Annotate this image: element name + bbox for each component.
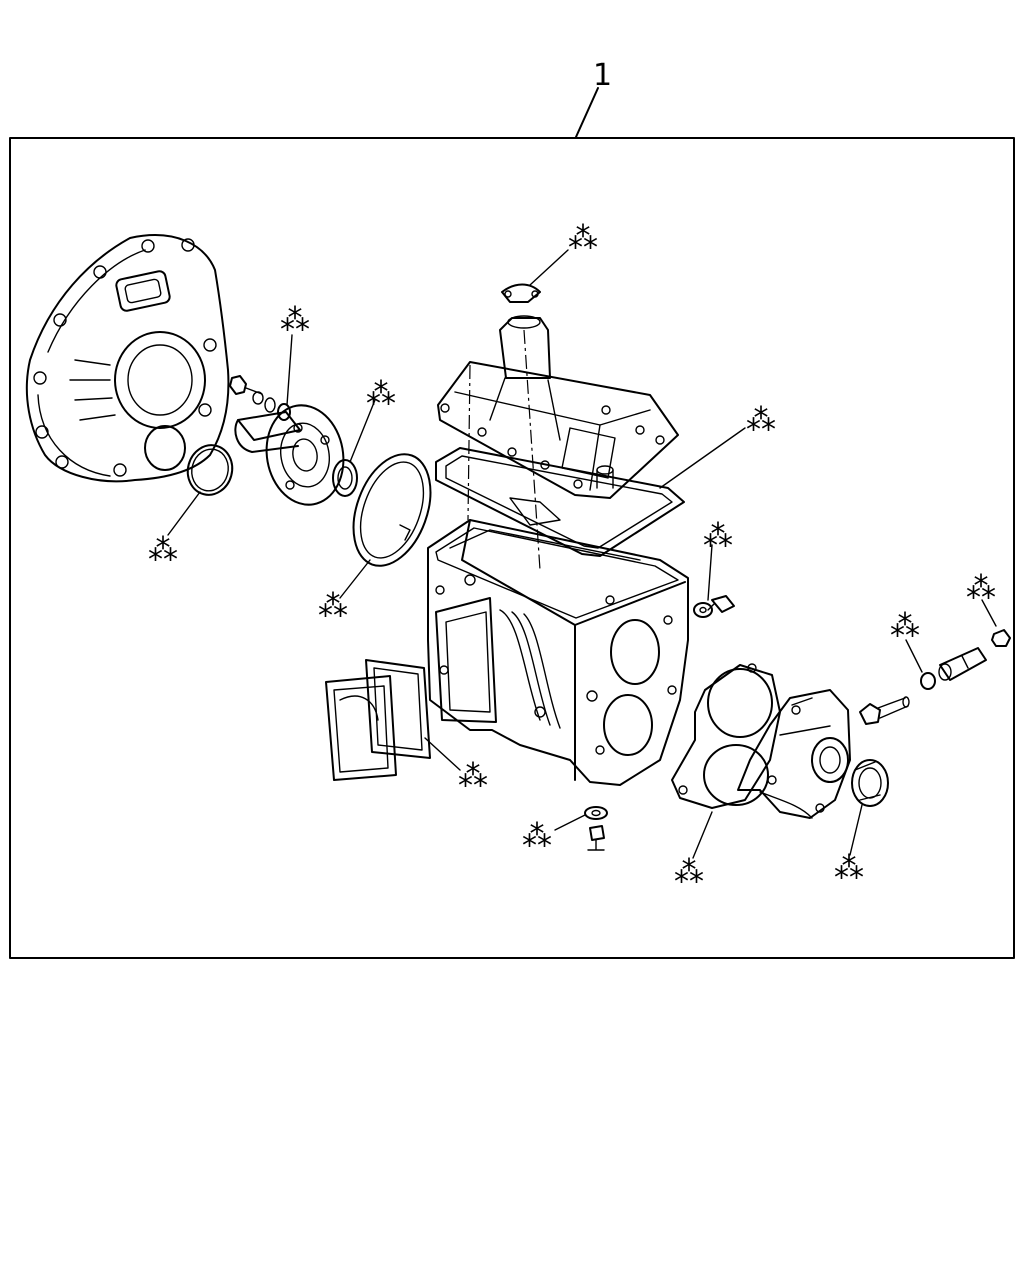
kit-marker-case-bolt: ⁂ <box>703 519 733 554</box>
shim-plate-leader <box>339 559 371 599</box>
speedo-nut-leader <box>981 599 997 627</box>
bearing-retainer <box>234 404 345 506</box>
top-cover-gasket-leader <box>659 427 746 489</box>
kit-marker-oil-seal: ⁂ <box>366 377 396 412</box>
diagram-frame <box>9 137 1015 959</box>
o-ring <box>186 444 234 496</box>
kit-marker-front-bolt: ⁂ <box>280 303 310 338</box>
speedo-o-ring-leader <box>905 639 923 673</box>
drain-bolt-leader <box>554 814 586 831</box>
rear-gasket-leader <box>692 811 713 859</box>
o-ring-leader <box>167 491 201 536</box>
bell-housing <box>25 234 230 483</box>
kit-marker-speedo-nut: ⁂ <box>966 571 996 606</box>
kit-marker-side-gasket: ⁂ <box>458 759 488 794</box>
top-cover-gasket <box>435 447 685 557</box>
extension-housing <box>737 689 851 819</box>
kit-marker-top-cover-gasket: ⁂ <box>746 403 776 438</box>
side-gasket-leader <box>424 737 461 771</box>
front-cover-bolt <box>229 375 291 421</box>
top-cover <box>437 315 679 499</box>
kit-marker-top: ⁂ <box>568 221 598 256</box>
drain-bolt <box>584 806 608 851</box>
case-bolt <box>693 595 735 618</box>
top-gasket-small <box>501 283 541 303</box>
oil-seal <box>332 459 358 497</box>
item-number-leader <box>575 87 599 138</box>
kit-marker-drain-bolt: ⁂ <box>522 819 552 854</box>
rear-gasket <box>671 663 781 809</box>
centerline-top <box>523 329 541 571</box>
centerline-left <box>467 364 471 521</box>
kit-marker-rear-seal: ⁂ <box>834 851 864 886</box>
transmission-case <box>427 519 689 786</box>
speedo-nut <box>991 629 1011 647</box>
top-gasket-leader <box>529 249 569 286</box>
side-cover <box>325 675 397 781</box>
shim-plate <box>352 453 432 567</box>
speedo-sleeve <box>859 696 910 725</box>
item-number-label: 1 <box>593 58 612 93</box>
kit-marker-o-ring: ⁂ <box>148 533 178 568</box>
front-bolt-leader <box>286 334 293 406</box>
rear-oil-seal <box>851 759 889 807</box>
speedo-o-ring <box>920 672 936 690</box>
oil-seal-leader <box>349 399 376 463</box>
kit-marker-rear-gasket: ⁂ <box>674 855 704 890</box>
side-cover-gasket <box>365 659 431 759</box>
speedo-driven-gear <box>938 647 987 681</box>
rear-seal-leader <box>849 804 863 856</box>
kit-marker-shim-plate: ⁂ <box>318 589 348 624</box>
case-bolt-leader <box>707 544 713 601</box>
kit-marker-speedo-o-ring: ⁂ <box>890 609 920 644</box>
